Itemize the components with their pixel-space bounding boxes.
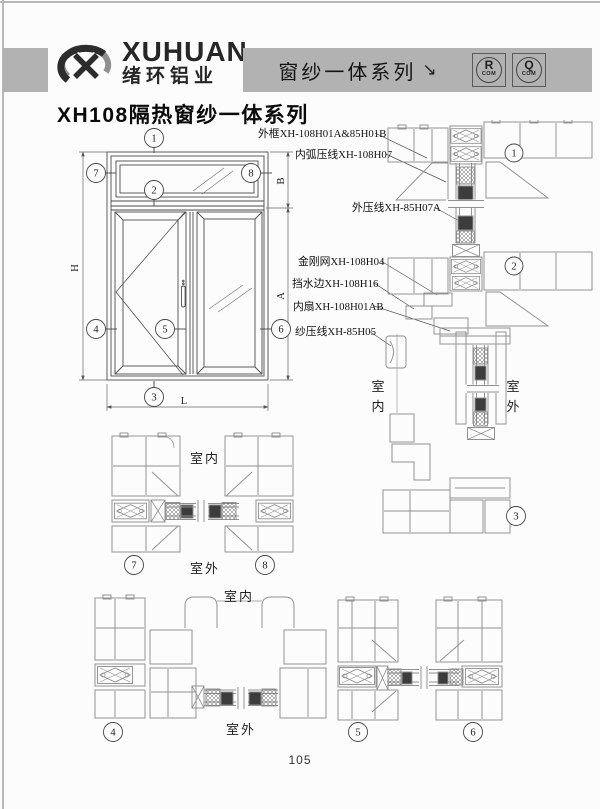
badge-q-sub: COM <box>521 71 537 77</box>
badge-r-circle: R COM <box>476 57 502 83</box>
callout-1: 1 <box>151 134 156 145</box>
part-labels: 外框XH-108H01A&85H01B 内弧压线XH-108H07 外压线XH-… <box>258 127 441 338</box>
callout-7: 7 <box>93 169 98 180</box>
dim-lower: A <box>276 292 287 300</box>
section-callout-6: 6 <box>470 728 475 739</box>
section-callout-3: 3 <box>513 512 518 523</box>
mid-section-outdoor-label: 室外 <box>190 561 221 576</box>
vertical-section-outdoor-label: 室外 <box>506 379 520 414</box>
bottom-section-callouts: 4 5 6 <box>103 722 483 742</box>
section-callout-2: 2 <box>511 262 516 273</box>
vertical-section-drawing <box>382 120 593 534</box>
section-callout-4: 4 <box>110 728 116 739</box>
elevation-callouts: 1 7 8 2 4 5 6 3 <box>86 128 291 407</box>
bottom-horizontal-section <box>94 594 503 721</box>
banner-arrow-icon: ↘ <box>422 60 437 79</box>
badge-r-letter: R <box>484 58 494 72</box>
part-label-outer-frame: 外框XH-108H01A&85H01B <box>258 127 386 140</box>
part-label-mesh: 金刚网XH-108H04 <box>298 254 385 268</box>
technical-drawing-svg: H B A L 1 7 8 2 4 5 6 3 <box>70 120 593 742</box>
callout-3: 3 <box>151 393 156 404</box>
badge-q-letter: Q <box>524 58 534 72</box>
page-title: XH108隔热窗纱一体系列 <box>57 104 309 127</box>
page-top-border <box>0 1 600 3</box>
callout-5: 5 <box>162 325 167 336</box>
part-label-outer-bead: 外压线XH-85H07A <box>352 200 441 214</box>
bottom-section-indoor-label: 室内 <box>224 589 255 604</box>
dim-height: H <box>70 264 81 272</box>
page-number: 105 <box>288 753 312 767</box>
brand-name: XUHUAN <box>122 36 248 67</box>
header-gray-block <box>3 48 48 92</box>
section-callout-8: 8 <box>262 561 267 572</box>
glass-marks <box>192 167 253 313</box>
mid-horizontal-section <box>111 432 294 553</box>
mid-section-callouts: 7 8 <box>124 555 275 575</box>
callout-2: 2 <box>151 186 156 197</box>
badge-r-sub: COM <box>481 71 497 77</box>
section-callout-7: 7 <box>131 561 136 572</box>
certification-badge-r: R COM <box>472 53 506 87</box>
vertical-section-callouts: 1 2 3 <box>504 143 526 526</box>
window-elevation <box>106 151 269 381</box>
window-handle <box>181 279 186 308</box>
section-callout-1: 1 <box>511 149 516 160</box>
logo-text: XUHUAN 绪环铝业 <box>122 38 248 88</box>
part-label-water-edge: 挡水边XH-108H16 <box>292 276 379 290</box>
dim-upper: B <box>276 177 287 184</box>
brand-name-cn: 绪环铝业 <box>122 66 219 87</box>
part-label-inner-sash: 内扇XH-108H01AB <box>293 299 384 313</box>
part-label-screen-bead: 纱压线XH-85H05 <box>295 324 376 338</box>
section-callout-5: 5 <box>355 728 360 739</box>
dimension-lines <box>79 151 293 411</box>
vertical-section-indoor-label: 室内 <box>371 379 385 414</box>
part-label-leaders <box>368 132 471 347</box>
certification-badge-q: Q COM <box>512 53 546 87</box>
dimension-labels: H B A L <box>70 177 287 407</box>
xuhuan-logo-icon <box>57 44 112 83</box>
series-banner-title: 窗纱一体系列 <box>278 61 417 84</box>
mid-section-indoor-label: 室内 <box>190 451 221 466</box>
page-left-border <box>2 0 4 809</box>
part-label-inner-arc-bead: 内弧压线XH-108H07 <box>295 147 393 161</box>
company-logo: XUHUAN 绪环铝业 <box>54 38 248 94</box>
badge-q-circle: Q COM <box>516 57 542 83</box>
callout-8: 8 <box>248 169 253 180</box>
bottom-section-outdoor-label: 室外 <box>226 722 257 737</box>
callout-6: 6 <box>278 325 283 336</box>
callout-4: 4 <box>93 325 99 336</box>
dim-width: L <box>181 396 187 407</box>
